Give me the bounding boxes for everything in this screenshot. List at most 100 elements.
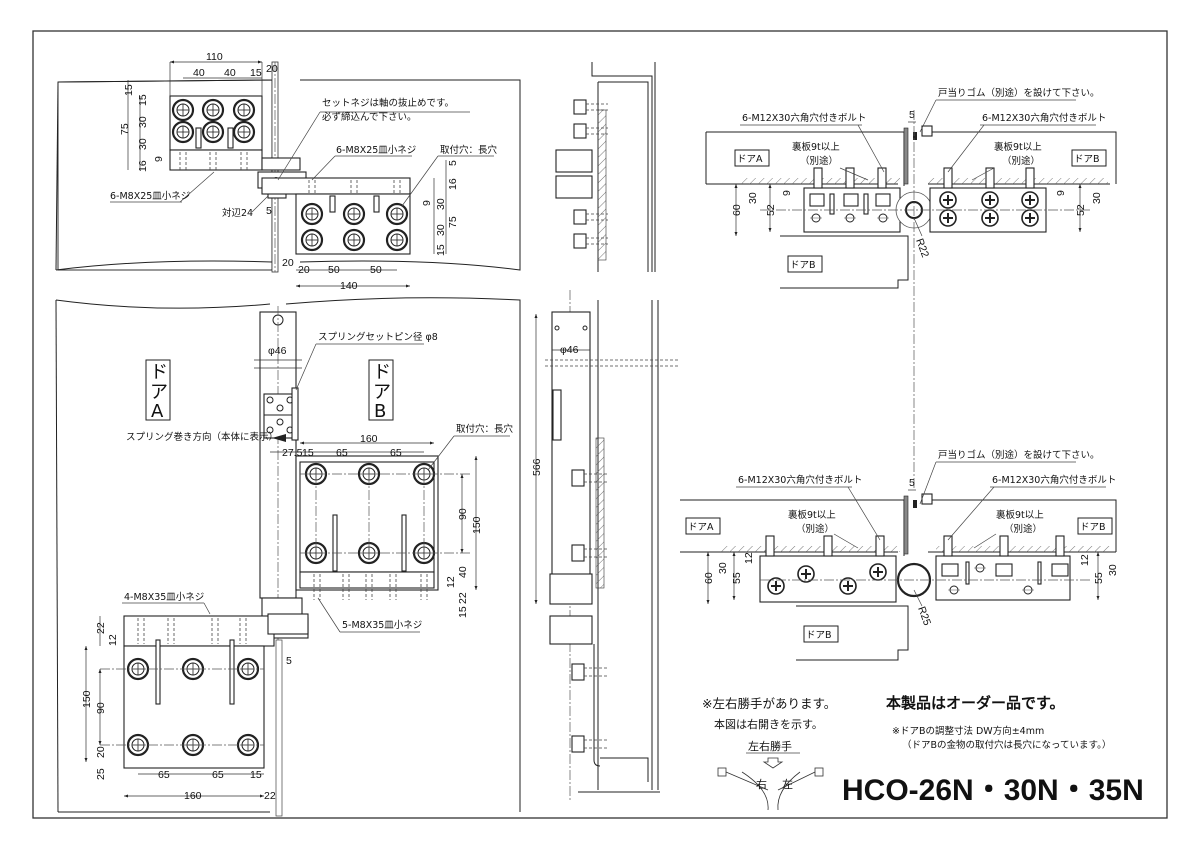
dim-16-right: 16: [447, 178, 459, 190]
plan-bottom-gap: 5: [909, 477, 915, 489]
dim-30-right-a: 30: [435, 198, 447, 210]
plan-top-door-a: ドアA: [737, 154, 763, 165]
dim-30-left-b: 30: [137, 138, 149, 150]
plan-bottom-dim-30-left: 30: [717, 562, 729, 574]
label-spring-direction: スプリング巻き方向（本体に表示）: [126, 431, 278, 443]
dim-75-right: 75: [447, 216, 459, 228]
plan-top-backing-left2: （別途）: [800, 155, 838, 167]
plan-top-bolt-left: 6-M12X30六角穴付きボルト: [742, 112, 866, 124]
plan-bottom-door-a: ドアA: [688, 522, 714, 533]
order-notice: 本製品はオーダー品です。: [886, 694, 1065, 712]
door-b-char3: B: [374, 401, 386, 422]
dim-160-b: 160: [360, 433, 378, 445]
plan-top-dim-60: 60: [731, 204, 743, 216]
dim-15-right: 15: [435, 244, 447, 256]
label-across-flats: 対辺24: [222, 207, 253, 219]
label-slot-top: 取付穴：長穴: [440, 144, 498, 156]
door-a-char1: ド: [150, 362, 168, 383]
height-566: 566: [531, 458, 543, 476]
dim-15-b-right: 15: [457, 606, 469, 618]
plan-bottom-dim-30-right: 30: [1107, 564, 1119, 576]
plan-bottom-rubber-note: 戸当りゴム（別途）を設けて下さい。: [938, 449, 1100, 461]
front-view: φ46: [55, 297, 521, 817]
plan-bottom-door-b: ドアB: [1080, 522, 1106, 533]
dim-22-a-bottom: 22: [264, 790, 276, 802]
plan-top-bolt-right: 6-M12X30六角穴付きボルト: [982, 112, 1106, 124]
dim-9-left: 9: [153, 156, 165, 162]
dim-150-a: 150: [81, 690, 93, 708]
dim-40b: 40: [224, 67, 236, 79]
left-hand-label: 左: [782, 778, 793, 791]
plan-top-door-b: ドアB: [1074, 154, 1100, 165]
dim-30-right-b: 30: [435, 224, 447, 236]
plan-top-gap: 5: [909, 109, 915, 121]
adjust-note: ※ドアBの調整寸法 DW方向±4mm: [892, 725, 1044, 737]
dim-160-a: 160: [184, 790, 202, 802]
dim-90-a: 90: [95, 702, 107, 714]
dim-90-b: 90: [457, 508, 469, 520]
plan-top-backing-right2: （別途）: [1002, 155, 1040, 167]
dim-110: 110: [206, 51, 223, 63]
plan-top-rubber-note: 戸当りゴム（別途）を設けて下さい。: [938, 87, 1100, 99]
dim-65-b2: 65: [390, 447, 402, 459]
dim-20-bottom-b: 20: [298, 264, 310, 276]
dim-5-right: 5: [447, 160, 459, 166]
plan-top-door-b-lower: ドアB: [790, 260, 816, 271]
plan-bottom: 5 ドアB ドアA ドアB 戸当りゴム（別途）を設けて下さい。 6-M12X30…: [680, 449, 1119, 661]
door-b-char2: ア: [373, 382, 391, 403]
label-screw-4: 4-M8X35皿小ネジ: [124, 592, 204, 603]
handed-note2: 本図は右開きを示す。: [714, 717, 823, 731]
dim-15-left-b: 15: [137, 94, 149, 106]
dim-20: 20: [266, 63, 278, 75]
plan-bottom-backing-left1: 裏板9t以上: [788, 509, 836, 521]
plan-top-backing-right1: 裏板9t以上: [994, 141, 1042, 153]
label-screw-b: 6-M8X25皿小ネジ: [336, 145, 416, 156]
drawing-frame: [32, 30, 1168, 819]
label-setscrew-note1: セットネジは軸の抜止めです。: [322, 97, 454, 109]
dim-15: 15: [250, 67, 262, 79]
door-a-char2: ア: [150, 382, 168, 403]
plan-bottom-dim-55-left: 55: [731, 572, 743, 584]
dim-40a: 40: [193, 67, 205, 79]
plan-bottom-bolt-left: 6-M12X30六角穴付きボルト: [738, 474, 862, 486]
plan-top-backing-left1: 裏板9t以上: [792, 141, 840, 153]
dim-150-b: 150: [471, 516, 483, 534]
label-slot-front: 取付穴：長穴: [456, 423, 514, 435]
dim-12-a: 12: [107, 634, 119, 646]
plan-top-dim-52-right: 52: [1075, 204, 1087, 216]
door-b-char1: ド: [373, 362, 391, 383]
dim-140: 140: [340, 280, 358, 292]
dim-30-left-a: 30: [137, 116, 149, 128]
dim-5-front: 5: [286, 655, 292, 667]
dim-22-a: 22: [95, 622, 107, 634]
plan-bottom-dim-60: 60: [703, 572, 715, 584]
plan-bottom-radius: R25: [915, 605, 933, 627]
plan-bottom-dim-12-left: 12: [743, 552, 755, 564]
side-view: φ46 566: [531, 62, 680, 800]
phi46-side: φ46: [560, 344, 579, 356]
plan-bottom-backing-right1: 裏板9t以上: [996, 509, 1044, 521]
dim-25-a: 25: [95, 768, 107, 780]
top-view: 110 40 40 15 20 15 75 30 15 30 9 16 6-M8…: [55, 51, 521, 292]
dim-15-a: 15: [250, 769, 262, 781]
dim-15-b: 15: [302, 447, 314, 459]
plan-bottom-door-b-lower: ドアB: [806, 630, 832, 641]
dim-50-bottom-b: 50: [370, 264, 382, 276]
notes: ※左右勝手があります。 本図は右開きを示す。 左右勝手 右 左 本製品はオーダー…: [702, 694, 1144, 811]
dim-9-right: 9: [421, 200, 433, 206]
plan-bottom-dim-12-right: 12: [1079, 554, 1091, 566]
label-spring-pin: スプリングセットピン径 φ8: [318, 331, 438, 343]
plan-top-dim-9-right: 9: [1055, 190, 1067, 196]
dim-65-a2: 65: [212, 769, 224, 781]
dim-40-b: 40: [457, 566, 469, 578]
dim-27.5: 27.5: [282, 447, 303, 459]
label-setscrew-note2: 必ず締込んで下さい。: [322, 111, 417, 123]
model-title: HCO-26N・30N・35N: [842, 774, 1144, 807]
plan-bottom-dim-55-right: 55: [1093, 572, 1105, 584]
plan-top-dim-30-left: 30: [747, 192, 759, 204]
dim-16-left: 16: [137, 160, 149, 172]
dim-12-b: 12: [445, 576, 457, 588]
plan-bottom-backing-left2: （別途）: [796, 523, 834, 535]
plan-bottom-bolt-right: 6-M12X30六角穴付きボルト: [992, 474, 1116, 486]
